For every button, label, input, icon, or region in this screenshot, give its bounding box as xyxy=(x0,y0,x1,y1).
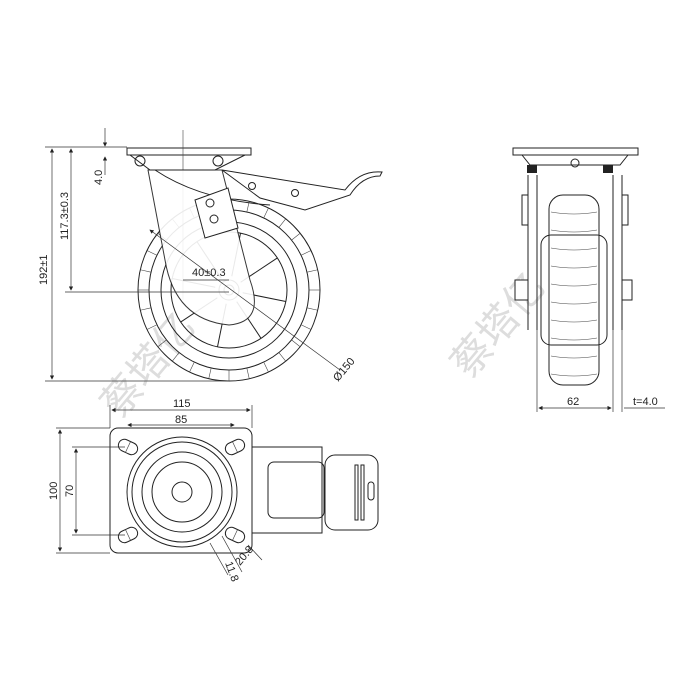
side-view: 62 t=4.0 xyxy=(512,147,665,412)
brake-housing xyxy=(249,446,323,534)
bolt-slot xyxy=(117,438,139,456)
tread-line xyxy=(550,265,598,269)
dim-hole-spacing-x: 85 xyxy=(175,414,187,426)
top-view: 115 85 100 70 11.8 20.8 xyxy=(48,398,379,583)
tread-line xyxy=(550,373,598,377)
svg-text:蔡塔亿: 蔡塔亿 xyxy=(442,265,554,386)
tread-line xyxy=(146,250,158,256)
tread-line xyxy=(550,283,598,287)
tread-line xyxy=(263,207,269,219)
top-plate xyxy=(512,147,639,156)
tread-line xyxy=(263,361,269,373)
dim-plate-length: 115 xyxy=(173,398,191,410)
bolt-slot xyxy=(117,526,139,544)
tread-line xyxy=(291,339,301,347)
top-plate xyxy=(126,147,252,156)
dim-total-height: 192±1 xyxy=(38,254,50,285)
tread-line xyxy=(306,269,318,273)
wheel-side xyxy=(548,194,600,386)
mounting-plate xyxy=(109,427,253,554)
brake-bracket xyxy=(194,187,239,239)
tread-line xyxy=(278,352,286,362)
slot-center xyxy=(125,441,131,453)
brake-pedal xyxy=(221,169,383,211)
slot-center xyxy=(232,529,238,541)
dim-wheel-width: 62 xyxy=(567,396,579,408)
tread-line xyxy=(550,319,598,323)
slot-center xyxy=(232,441,238,453)
tread-line xyxy=(140,307,152,311)
dim-axle-height: 117.3±0.3 xyxy=(59,192,71,240)
tread-line xyxy=(291,233,301,241)
bearing-ball-icon xyxy=(212,155,224,167)
swivel-bearing xyxy=(129,154,246,171)
axle-nut xyxy=(514,279,529,301)
tread-line xyxy=(146,324,158,330)
tread-line xyxy=(208,367,212,379)
bolt-slots xyxy=(117,438,246,544)
watermark: 蔡塔亿 蔡塔亿 xyxy=(92,265,554,426)
dimensions-front: 192±1 117.3±0.3 4.0 40±0.3 Ø150 xyxy=(38,128,358,384)
tread-line xyxy=(157,339,167,347)
bolt-slot xyxy=(224,438,246,456)
tread-line xyxy=(550,301,598,305)
tread-line xyxy=(550,247,598,251)
tread-line xyxy=(246,367,250,379)
tread-line xyxy=(306,307,318,311)
bolt-slot xyxy=(224,526,246,544)
tread-line xyxy=(300,324,312,330)
tread-line xyxy=(550,337,598,341)
tread-line xyxy=(550,211,598,215)
front-view: 192±1 117.3±0.3 4.0 40±0.3 Ø150 xyxy=(38,128,383,384)
dim-thickness: t=4.0 xyxy=(633,396,658,408)
tread-line xyxy=(278,218,286,228)
tread-line xyxy=(300,250,312,256)
slot-outline xyxy=(117,526,139,544)
brake-pedal xyxy=(324,454,379,531)
slot-outline xyxy=(224,526,246,544)
dim-wheel-diameter: Ø150 xyxy=(331,356,357,384)
tread-line xyxy=(172,352,180,362)
tread-line xyxy=(550,355,598,359)
dim-hole-spacing-y: 70 xyxy=(64,485,76,497)
tread-line xyxy=(550,229,598,233)
slot-center xyxy=(125,529,131,541)
dim-plate-thickness: 4.0 xyxy=(93,170,105,185)
fork-leg xyxy=(147,169,255,326)
bearing-ball-icon xyxy=(134,155,146,167)
dim-plate-width: 100 xyxy=(48,482,60,500)
tread-line xyxy=(189,361,195,373)
tread-line xyxy=(140,269,152,273)
fork-legs xyxy=(527,175,623,330)
